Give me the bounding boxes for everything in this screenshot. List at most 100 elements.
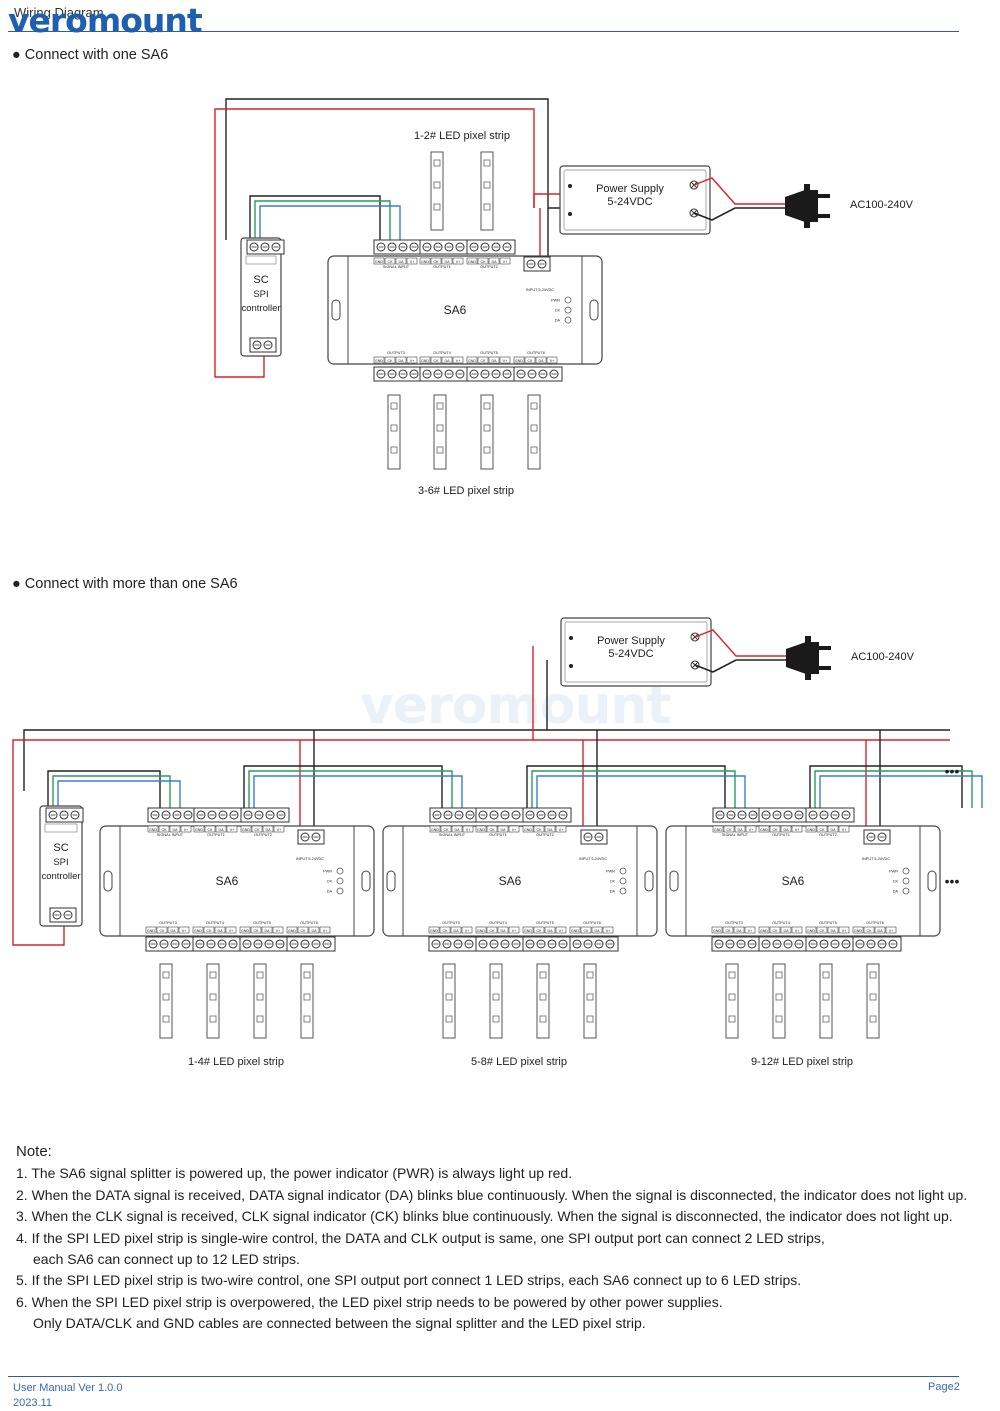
pin-label: DA: [218, 929, 224, 933]
splitter-label: SA6: [444, 303, 467, 317]
pin-label: V+: [749, 828, 754, 832]
pin-label: GND: [430, 929, 438, 933]
led-strip: [300, 963, 314, 1039]
power-input-terminal: [297, 829, 325, 845]
controller-label: SC: [253, 274, 268, 286]
diagram2-heading: ● Connect with more than one SA6: [12, 576, 238, 592]
pin-label: V+: [842, 929, 847, 933]
controller-label: controller: [41, 871, 80, 882]
port-label: OUTPUT5: [480, 351, 498, 355]
indicator-led-icon: [336, 877, 344, 885]
pin-label: DA: [399, 359, 405, 363]
pin-label: CK: [820, 929, 826, 933]
mount-slot: [103, 870, 113, 892]
footer-version: User Manual Ver 1.0.0: [13, 1382, 123, 1394]
note-line-1: 1. The SA6 signal splitter is powered up…: [16, 1165, 573, 1182]
supply-pos-wire: [533, 193, 560, 208]
pin-label: V+: [795, 929, 800, 933]
port-label: OUTPUT6: [527, 351, 545, 355]
diagram2-wires: [12, 646, 983, 946]
pin-label: DA: [501, 929, 507, 933]
port-label: OUTPUT4: [433, 351, 451, 355]
pin-label: CK: [301, 929, 307, 933]
pin-label: DA: [312, 929, 318, 933]
port-label: OUTPUT2: [536, 833, 554, 837]
port-label: OUTPUT3: [725, 921, 743, 925]
ground-bus: [23, 660, 548, 791]
indicator-led-icon: [619, 867, 627, 875]
pin-label: CK: [727, 828, 733, 832]
ac-cord: [693, 207, 785, 221]
pin-label: V+: [559, 828, 564, 832]
mount-slot: [669, 870, 679, 892]
controller-label: SC: [53, 842, 68, 854]
terminal-block-icon: [419, 366, 469, 382]
pin-label: GND: [375, 260, 383, 264]
pin-label: GND: [807, 929, 815, 933]
port-label: OUTPUT3: [442, 921, 460, 925]
pin-label: V+: [184, 828, 189, 832]
section-label: Wiring Diagram: [14, 5, 104, 20]
indicator-led-icon: [336, 887, 344, 895]
pin-label: DA: [455, 828, 461, 832]
pin-label: CK: [208, 828, 214, 832]
footer-date: 2023.11: [13, 1397, 52, 1409]
indicator-label: DA: [555, 319, 561, 323]
port-label: OUTPUT6: [866, 921, 884, 925]
terminal-block-icon: [712, 807, 762, 823]
led-strip: [725, 963, 739, 1039]
pin-label: CK: [773, 929, 779, 933]
strip-label-bottom: 3-6# LED pixel strip: [418, 485, 514, 497]
splitter-label: SA6: [782, 874, 805, 888]
pin-label: V+: [606, 929, 611, 933]
note-line-3: 3. When the CLK signal is received, CLK …: [16, 1208, 953, 1225]
terminal-block-icon: [466, 239, 516, 255]
pin-label: DA: [171, 929, 177, 933]
port-label: OUTPUT6: [583, 921, 601, 925]
pin-label: GND: [468, 260, 476, 264]
pin-label: CK: [773, 828, 779, 832]
indicator-led-icon: [902, 867, 910, 875]
diagram1-heading: ● Connect with one SA6: [12, 47, 168, 63]
mount-slot: [361, 870, 371, 892]
header-rule: [8, 31, 959, 32]
note-line-4: 4. If the SPI LED pixel strip is single-…: [16, 1229, 825, 1246]
signal-da: [57, 780, 181, 808]
pin-label: GND: [241, 929, 249, 933]
pin-label: CK: [160, 929, 166, 933]
port-label: OUTPUT5: [253, 921, 271, 925]
signal-da: [259, 205, 401, 240]
pin-label: DA: [548, 828, 554, 832]
chain-da: [536, 775, 746, 808]
port-label: OUTPUT3: [159, 921, 177, 925]
port-label: OUTPUT3: [387, 351, 405, 355]
pin-label: CK: [434, 359, 440, 363]
pin-label: DA: [831, 828, 837, 832]
mount-slot: [927, 870, 937, 892]
controller-label: SPI: [253, 289, 268, 300]
power-input-label: INPUT 5-24VDC: [526, 288, 554, 292]
port-label: SIGNAL INPUT: [439, 833, 466, 837]
pin-label: GND: [477, 828, 485, 832]
terminal-block-icon: [429, 807, 479, 823]
ac-label: AC100-240V: [851, 651, 915, 663]
controller-input-terminal: [249, 337, 277, 353]
